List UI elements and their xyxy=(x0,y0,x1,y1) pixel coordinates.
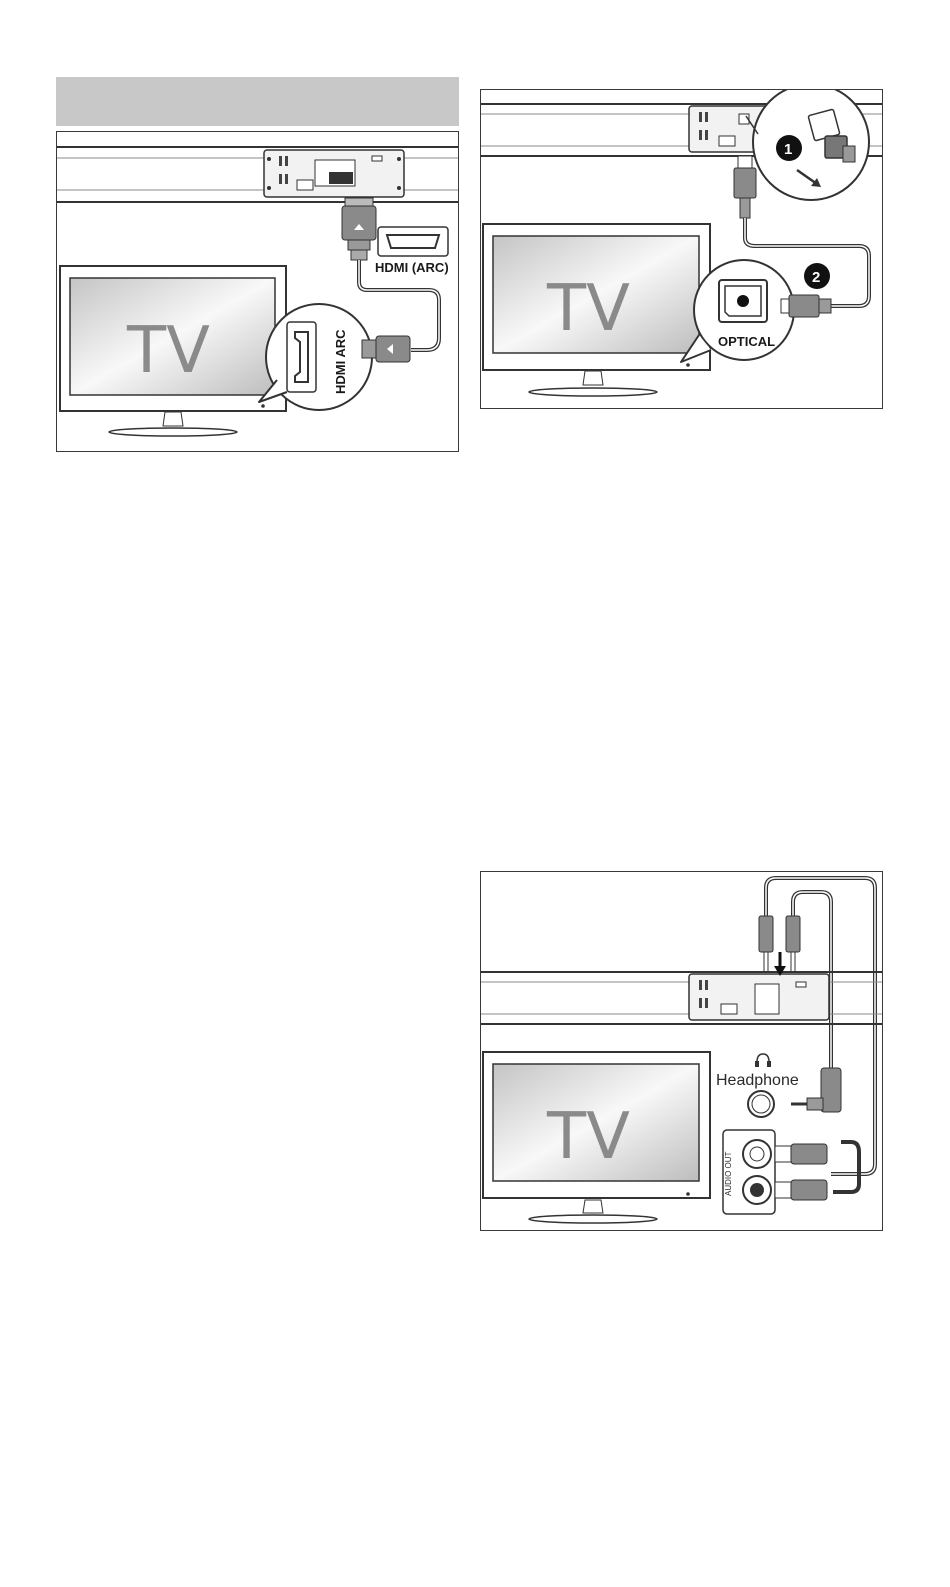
optical-label: OPTICAL xyxy=(718,334,775,349)
step-2-badge: 2 xyxy=(812,269,820,286)
hdmi-port-icon xyxy=(378,227,448,256)
optical-diagram: 1 TV OPTICAL 2 xyxy=(480,89,883,409)
hdmi-plug-top xyxy=(342,198,376,260)
tv: TV xyxy=(60,266,286,436)
tv-label: TV xyxy=(546,1100,630,1174)
headphone-label: Headphone xyxy=(716,1072,799,1089)
headphone-jack: Headphone xyxy=(716,1054,841,1117)
tv: TV xyxy=(483,224,710,396)
header-bar xyxy=(56,77,459,126)
soundbar xyxy=(481,952,883,1024)
optical-plug-top xyxy=(734,156,756,218)
tv: TV xyxy=(483,1052,710,1223)
hdmi-arc-label: HDMI (ARC) xyxy=(375,260,449,275)
hdmi-arc-diagram: HDMI (ARC) TV HDMI ARC xyxy=(56,131,459,452)
step-1-badge: 1 xyxy=(784,141,792,158)
soundbar xyxy=(57,147,459,202)
tv-label: TV xyxy=(546,272,630,346)
headphone-icon xyxy=(757,1054,769,1062)
hdmi-arc-callout: HDMI ARC xyxy=(259,304,410,410)
audio-out-jacks: AUDIO OUT xyxy=(723,1130,827,1214)
tv-label: TV xyxy=(126,314,210,388)
hdmi-arc-vertical-label: HDMI ARC xyxy=(333,329,348,394)
audio-out-label: AUDIO OUT xyxy=(724,1151,733,1196)
dust-cap-callout: 1 xyxy=(746,90,869,200)
audio-out-diagram: TV Headphone AUDIO OUT xyxy=(480,871,883,1231)
